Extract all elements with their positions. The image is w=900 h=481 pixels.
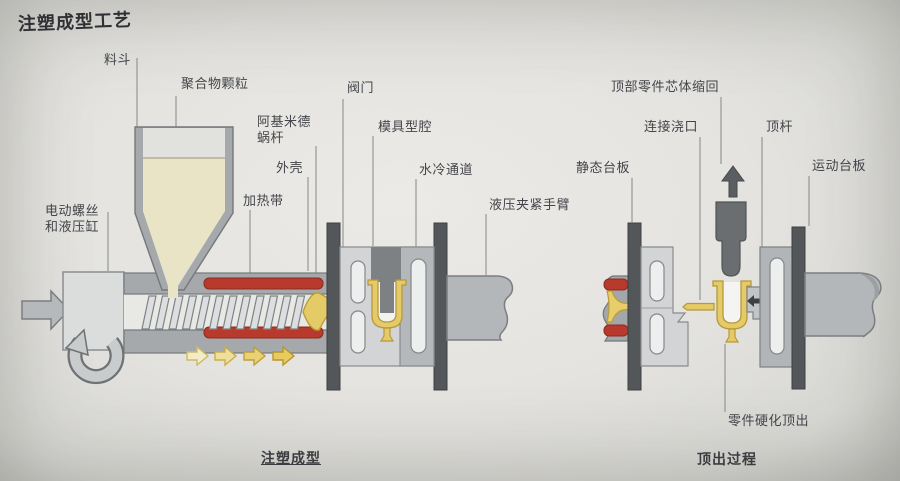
heater-band-bottom [603,324,629,337]
label-mold-cavity: 模具型腔 [378,119,433,134]
left-platen-rear [433,222,448,391]
sprue [379,327,395,342]
hopper [134,126,234,298]
label-part-ejected: 零件硬化顶出 [728,413,810,428]
melt-sprue [606,290,641,323]
water-channel [350,310,366,354]
archimedes-screw [141,295,306,330]
label-water-channel: 水冷通道 [419,162,474,177]
mold-core-pin [380,247,394,313]
ejection-stage [602,165,882,391]
moving-platen [791,226,806,390]
motor-block [62,271,125,351]
water-channel [350,260,366,304]
part-interior [721,282,743,327]
label-heater-band: 加热带 [243,193,284,208]
left-platen-front [326,222,341,391]
label-clamp-arm: 液压夹紧手臂 [489,197,571,212]
runner-stick [682,302,715,311]
rotation-arrow-icon [64,328,125,385]
clamp-cylinder [804,272,882,338]
label-sprue-gate: 连接浇口 [644,119,699,134]
label-valve: 阀门 [347,80,375,95]
mold-block [339,246,435,367]
label-moving-platen: 运动台板 [812,158,867,173]
flow-arrows-icon [186,345,296,367]
label-ejector-pin: 顶杆 [766,119,794,134]
label-archimedes-screw: 阿基米德蜗杆 [257,114,312,145]
injection-stage [21,126,514,391]
static-platen [627,222,642,391]
clamp-cylinder [446,275,514,341]
label-polymer-pellets: 聚合物颗粒 [181,76,249,91]
water-channel [649,313,665,355]
label-motor: 电动螺丝和液压缸 [45,203,100,234]
retracted-core [715,201,747,277]
label-hopper: 料斗 [104,52,132,67]
heater-band-top [203,277,324,290]
sprue [724,328,740,343]
left-arrow-icon [747,295,761,307]
label-shell: 外壳 [276,160,304,175]
label-static-platen: 静态台板 [576,160,631,175]
caption-injection: 注塑成型 [261,450,321,466]
polymer-pellets [143,158,225,298]
water-channel [649,260,665,302]
caption-ejection: 顶出过程 [697,451,757,467]
ejector-channel [769,257,785,355]
push-arrow-icon [21,289,71,331]
ejected-part [712,280,752,330]
heater-band-top [603,278,629,291]
label-core-retract: 顶部零件芯体缩回 [611,79,720,94]
cylinder-edge-curl [858,273,880,301]
up-arrow-icon [721,165,745,198]
molded-part-cavity [367,279,407,329]
page-title: 注塑成型工艺 [17,9,133,35]
water-channel [410,258,427,354]
